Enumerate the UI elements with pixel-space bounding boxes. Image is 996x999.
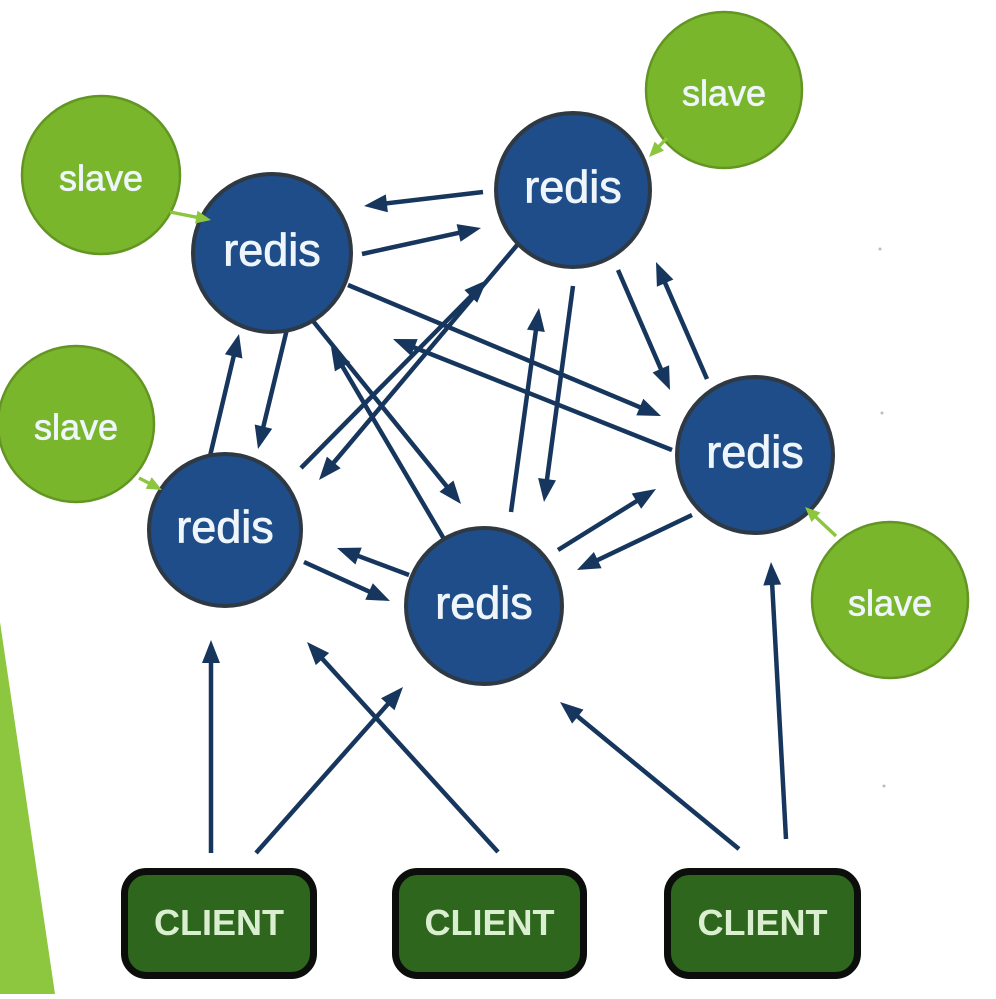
svg-text:CLIENT: CLIENT [154,902,284,943]
svg-text:redis: redis [706,427,804,478]
svg-text:CLIENT: CLIENT [425,902,555,943]
svg-text:slave: slave [682,73,766,114]
svg-text:slave: slave [34,407,118,448]
svg-text:slave: slave [848,583,932,624]
svg-text:redis: redis [176,502,274,553]
svg-text:redis: redis [435,578,533,629]
svg-text:redis: redis [223,225,321,276]
svg-text:CLIENT: CLIENT [698,902,828,943]
svg-text:redis: redis [524,162,622,213]
svg-text:slave: slave [59,158,143,199]
